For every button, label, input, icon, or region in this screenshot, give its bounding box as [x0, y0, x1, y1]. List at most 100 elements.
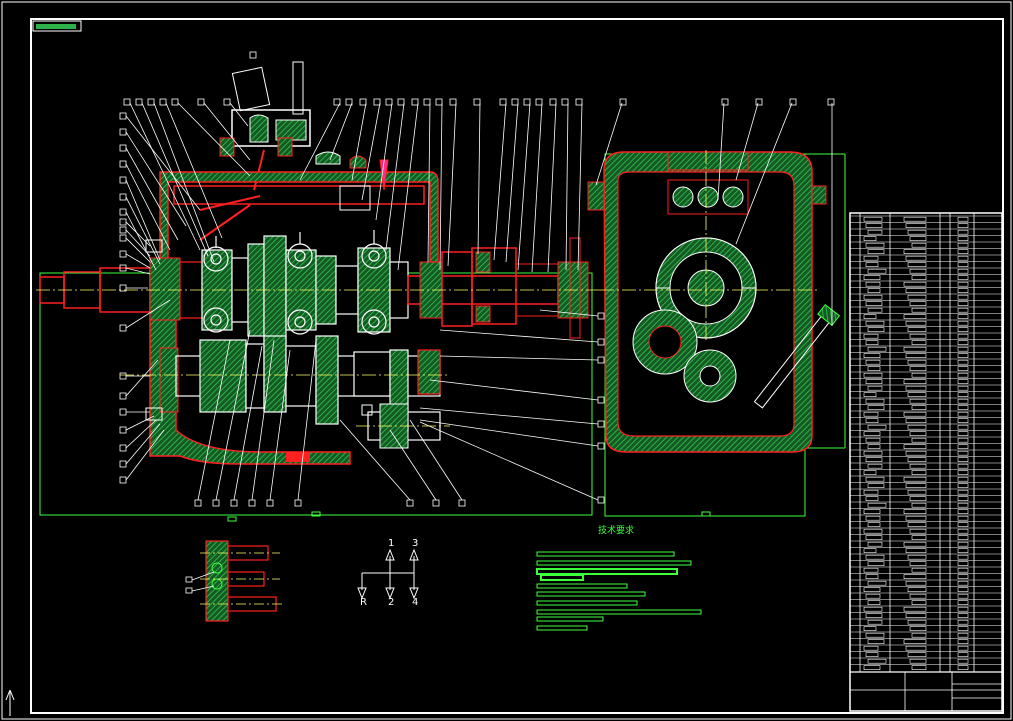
- parts-cell-mark: [911, 470, 927, 476]
- parts-cell-mark: [865, 379, 883, 385]
- parts-cell-mark: [909, 333, 927, 339]
- parts-cell-mark: [957, 522, 969, 528]
- shift-label-3: 3: [412, 538, 419, 549]
- parts-cell-mark: [957, 242, 969, 248]
- parts-cell-mark: [867, 346, 887, 352]
- parts-cell-mark: [903, 509, 927, 515]
- parts-cell-mark: [957, 353, 969, 359]
- parts-cell-mark: [957, 600, 969, 606]
- parts-cell-mark: [867, 639, 885, 645]
- parts-cell-mark: [957, 431, 969, 437]
- parts-cell-mark: [911, 535, 927, 541]
- parts-cell-mark: [911, 307, 927, 313]
- parts-cell-mark: [957, 619, 969, 625]
- parts-cell-mark: [865, 457, 883, 463]
- dipstick: [753, 303, 841, 409]
- parts-cell-mark: [957, 288, 969, 294]
- parts-cell-mark: [911, 502, 927, 508]
- parts-cell-mark: [865, 281, 881, 287]
- parts-cell-mark: [957, 327, 969, 333]
- parts-cell-mark: [867, 463, 883, 469]
- parts-cell-mark: [957, 450, 969, 456]
- shift-label-reverse: R: [360, 597, 367, 608]
- parts-cell-mark: [909, 463, 927, 469]
- parts-cell-mark: [863, 645, 879, 651]
- parts-cell-mark: [903, 411, 927, 417]
- parts-cell-mark: [907, 457, 927, 463]
- parts-cell-mark: [903, 379, 927, 385]
- parts-cell-mark: [863, 333, 879, 339]
- parts-cell-mark: [957, 411, 969, 417]
- parts-cell-mark: [957, 665, 969, 671]
- parts-cell-mark: [903, 314, 927, 320]
- parts-cell-mark: [911, 567, 927, 573]
- parts-cell-mark: [957, 379, 969, 385]
- parts-cell-mark: [867, 483, 885, 489]
- parts-cell-mark: [957, 587, 969, 593]
- parts-cell-mark: [867, 600, 881, 606]
- parts-cell-mark: [909, 366, 927, 372]
- parts-cell-mark: [863, 216, 883, 222]
- parts-cell-mark: [909, 593, 927, 599]
- parts-cell-mark: [905, 418, 927, 424]
- shift-label-2: 2: [388, 597, 395, 608]
- parts-cell-mark: [957, 216, 969, 222]
- shift-lever-knob: [231, 66, 271, 112]
- parts-cell-mark: [865, 320, 885, 326]
- parts-cell-mark: [905, 223, 927, 228]
- parts-cell-mark: [863, 606, 883, 612]
- parts-cell-mark: [957, 314, 969, 320]
- parts-cell-mark: [957, 424, 969, 430]
- parts-cell-mark: [957, 236, 969, 241]
- parts-cell-mark: [909, 301, 927, 307]
- parts-cell-mark: [865, 593, 881, 599]
- parts-cell-mark: [863, 353, 881, 359]
- parts-cell-mark: [911, 437, 927, 443]
- parts-cell-mark: [957, 405, 969, 411]
- parts-cell-mark: [957, 359, 969, 365]
- parts-cell-mark: [865, 262, 879, 268]
- parts-cell-mark: [909, 561, 927, 567]
- parts-cell-mark: [865, 574, 879, 580]
- parts-cell-mark: [863, 489, 879, 495]
- parts-cell-mark: [867, 385, 883, 391]
- parts-cell-mark: [867, 405, 885, 411]
- gearbox-section-view: [36, 61, 600, 465]
- synchronizer-rings: [203, 230, 387, 335]
- parts-cell-mark: [903, 346, 927, 352]
- parts-cell-mark: [957, 483, 969, 489]
- parts-cell-mark: [867, 268, 887, 274]
- parts-cell-mark: [865, 476, 885, 482]
- parts-cell-mark: [903, 281, 927, 287]
- parts-cell-mark: [907, 587, 927, 593]
- parts-cell-mark: [867, 307, 883, 313]
- parts-cell-mark: [957, 301, 969, 307]
- parts-cell-mark: [865, 223, 883, 228]
- parts-cell-mark: [863, 411, 879, 417]
- parts-cell-mark: [865, 613, 883, 619]
- parts-cell-mark: [867, 522, 881, 528]
- parts-cell-mark: [957, 528, 969, 534]
- shift-label-1: 1: [388, 538, 395, 549]
- parts-cell-mark: [957, 632, 969, 638]
- parts-cell-mark: [865, 535, 883, 541]
- parts-cell-mark: [907, 554, 927, 560]
- parts-cell-mark: [957, 489, 969, 495]
- parts-cell-mark: [903, 606, 927, 612]
- parts-cell-mark: [867, 658, 887, 664]
- parts-cell-mark: [867, 580, 887, 586]
- parts-cell-mark: [863, 665, 881, 671]
- parts-cell-mark: [957, 561, 969, 567]
- arrow-up-icon: [5, 689, 15, 716]
- parts-cell-mark: [863, 236, 877, 241]
- parts-cell-mark: [911, 600, 927, 606]
- parts-cell-mark: [905, 385, 927, 391]
- parts-cell-mark: [957, 496, 969, 502]
- parts-cell-mark: [911, 242, 927, 248]
- parts-cell-mark: [957, 509, 969, 515]
- parts-cell-mark: [863, 314, 877, 320]
- parts-cell-mark: [905, 580, 927, 586]
- parts-cell-mark: [865, 437, 881, 443]
- parts-cell-mark: [907, 652, 927, 658]
